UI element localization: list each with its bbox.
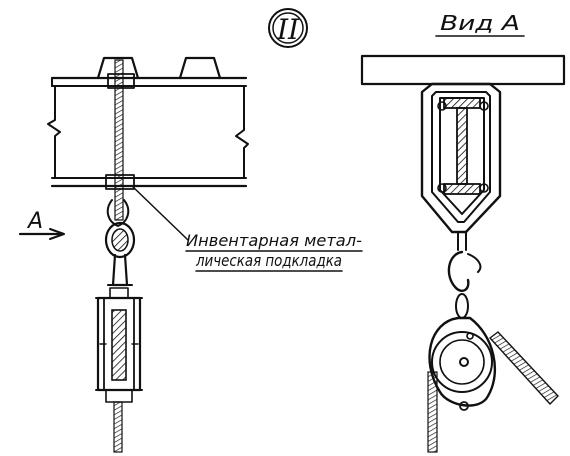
view-a-title: Вид А [440, 11, 520, 35]
view-a: Вид А [360, 11, 566, 453]
hook-front [447, 250, 482, 319]
beam-bottom-flange [50, 177, 248, 188]
beam-top-flange [50, 76, 248, 87]
callout-line1: Инвентарная метал- [186, 231, 362, 250]
rope-lower [113, 401, 123, 453]
rope-front-right [488, 331, 559, 406]
rope-upper [114, 59, 124, 221]
beam-web [47, 85, 249, 179]
section-arrow: А [18, 209, 65, 240]
sheet-mark: II [268, 8, 308, 48]
pulley-block-side [95, 287, 143, 403]
roof-profile [96, 56, 222, 80]
rope-front-left [427, 371, 438, 453]
hook-side [104, 221, 136, 287]
sling-inner [431, 91, 491, 223]
section-arrow-label: А [26, 209, 43, 234]
callout-label: Инвентарная метал- лическая подкладка [185, 231, 363, 272]
sheet-mark-label: II [276, 13, 300, 46]
side-elevation [47, 56, 249, 453]
callout-leader [131, 185, 189, 241]
rope-knot [106, 199, 130, 227]
callout-line2: лическая подкладка [195, 251, 342, 270]
pulley-block-front [428, 316, 497, 411]
ceiling-slab [360, 54, 566, 86]
i-beam-section [437, 97, 489, 195]
